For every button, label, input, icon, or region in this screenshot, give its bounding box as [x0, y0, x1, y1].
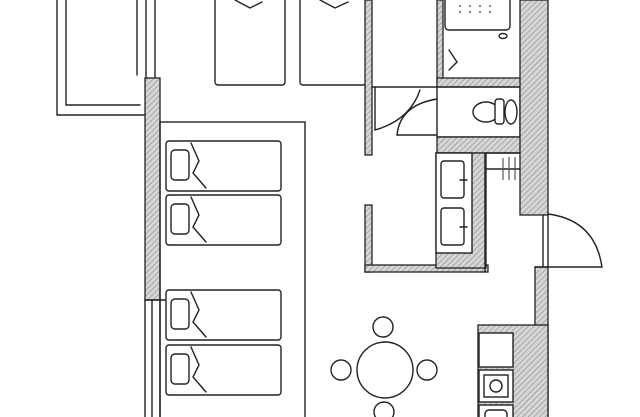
wall-corridor-top: [364, 0, 373, 156]
chair-icon: [330, 359, 352, 381]
bathroom: [436, 0, 523, 88]
chair-icon: [372, 316, 394, 338]
balcony-window: [56, 0, 156, 116]
shower-icon: [444, 0, 511, 31]
door-icon[interactable]: [371, 86, 438, 136]
sink-icon: [440, 207, 468, 246]
window-left: [144, 299, 166, 417]
bed-icon: [165, 289, 282, 341]
wall-sink-bottom: [364, 264, 489, 273]
wall-corridor-bottom: [364, 204, 373, 273]
dining-table-icon: [356, 341, 414, 399]
bed-icon: [299, 0, 367, 86]
chair-icon: [373, 401, 395, 417]
entrance-door-icon[interactable]: [534, 213, 603, 268]
toilet-icon: [472, 98, 518, 125]
bedroom-outline: [159, 121, 306, 417]
bed-icon: [165, 194, 282, 246]
toilet-room: [436, 86, 521, 138]
kitchen-counter: [478, 332, 514, 417]
door-icon: [448, 49, 458, 71]
bed-icon: [214, 0, 286, 86]
bed-icon: [165, 140, 282, 192]
bed-icon: [165, 344, 282, 396]
wall-right-top: [519, 0, 549, 216]
chair-icon: [416, 359, 438, 381]
sink-icon: [440, 160, 468, 199]
wall-toilet-bottom: [436, 136, 523, 154]
wall-left: [144, 77, 161, 301]
stove-icon: [483, 374, 509, 398]
